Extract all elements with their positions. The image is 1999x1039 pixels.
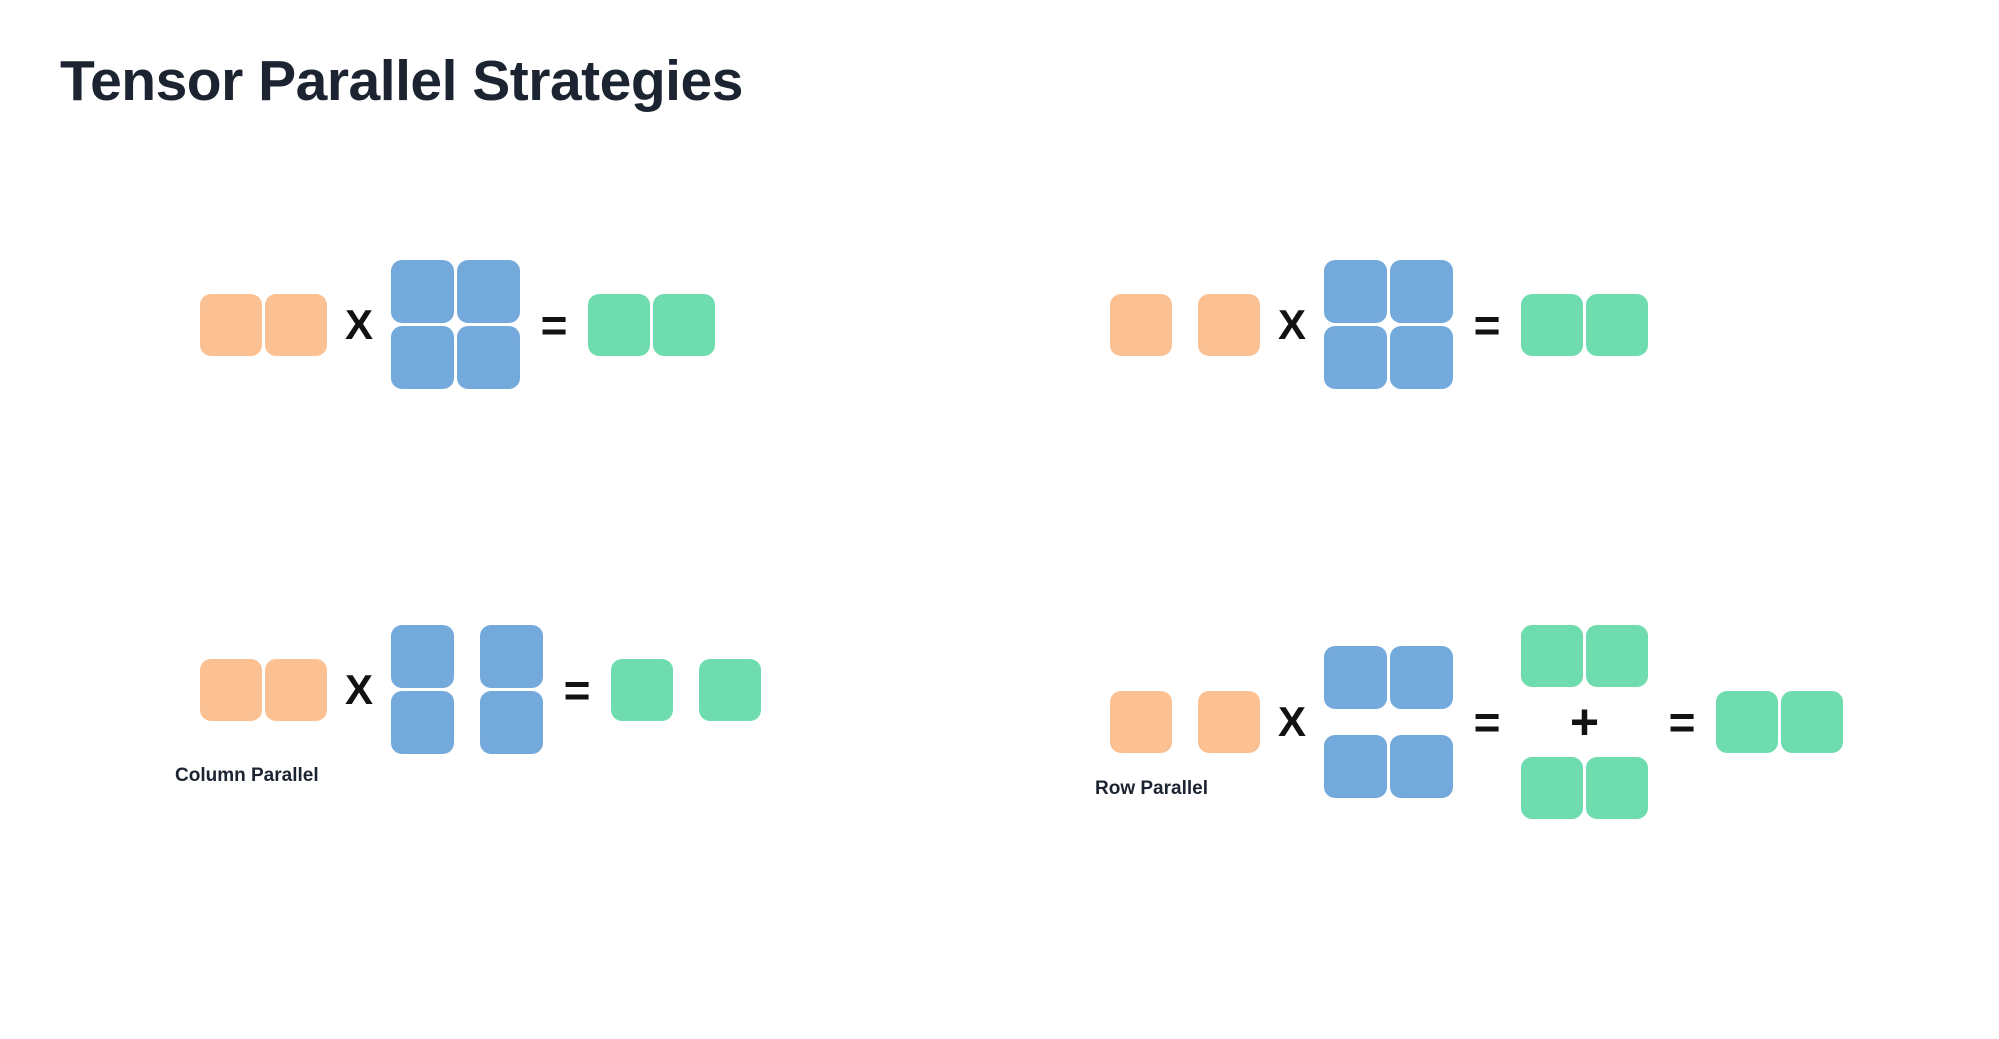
partial-output-matrix-green [1521,757,1648,819]
matrix-row [1716,691,1843,753]
equation-column-parallel-sharded: X = [200,625,761,754]
matrix-cell-orange [200,293,262,356]
matrix-row [1521,625,1648,687]
equals-operator: = [1473,298,1501,351]
matrix-cell-green [1521,757,1583,819]
page-title: Tensor Parallel Strategies [60,49,743,113]
weight-matrix-blue-row-sharded [1324,646,1453,798]
caption-column-parallel: Column Parallel [175,765,319,786]
matrix-cell-blue [457,260,520,323]
panel-column-parallel: X = [0,230,999,930]
matrix-cell-orange [265,293,327,356]
equals-operator: = [540,298,568,351]
equation-column-parallel-unsharded: X = [200,260,715,389]
matrix-cell-blue [391,691,454,754]
matrix-row [1324,260,1453,323]
matrix-cell-orange [1110,691,1172,753]
matrix-cell-green [1781,691,1843,753]
partial-output-matrix-green [1521,625,1648,687]
multiply-operator: X [344,300,373,348]
matrix-cell-green [699,658,761,721]
matrix-cell-orange [265,658,327,721]
matrix-cell-blue [391,260,454,323]
activation-matrix-orange [200,658,327,721]
matrix-row [1521,757,1648,819]
matrix-cell-blue [1324,646,1387,709]
matrix-cell-green [1716,691,1778,753]
matrix-cell-green [611,658,673,721]
matrix-cell-blue [1390,260,1453,323]
panel-row-parallel: X = [1000,230,1999,930]
matrix-cell-green [1521,293,1583,356]
shard-gap [673,659,699,721]
matrix-row [200,293,327,356]
output-matrix-green-column-sharded [611,658,761,721]
matrix-cell-orange [1198,293,1260,356]
matrix-cell-blue [391,326,454,389]
weight-matrix-blue [391,260,520,389]
matrix-cell-green [1521,625,1583,687]
matrix-cell-blue [391,625,454,688]
caption-row-parallel: Row Parallel [1095,778,1208,799]
matrix-cell-green [588,293,650,356]
matrix-cell-green [653,293,715,356]
matrix-row [1324,646,1453,709]
matrix-row [200,658,327,721]
weight-matrix-blue [1324,260,1453,389]
multiply-operator: X [344,665,373,713]
matrix-cell-orange [1110,293,1172,356]
activation-matrix-orange-sharded [1110,691,1260,753]
matrix-row [1324,735,1453,798]
activation-matrix-orange-sharded [1110,293,1260,356]
equals-operator: = [1473,696,1501,748]
matrix-row [391,691,543,754]
matrix-row [391,625,543,688]
plus-operator: + [1569,694,1600,750]
matrix-cell-green [1586,757,1648,819]
matrix-row [611,658,761,721]
matrix-row [588,293,715,356]
matrix-cell-blue [457,326,520,389]
matrix-row [1110,691,1260,753]
matrix-cell-blue [1390,735,1453,798]
matrix-cell-blue [1324,260,1387,323]
shard-gap [454,691,480,754]
matrix-cell-blue [1390,326,1453,389]
matrix-cell-orange [200,658,262,721]
output-matrix-green [588,293,715,356]
matrix-row [1110,293,1260,356]
matrix-row [391,326,520,389]
shard-gap [454,625,480,688]
matrix-cell-blue [1324,735,1387,798]
multiply-operator: X [1277,300,1306,348]
matrix-row [391,260,520,323]
partial-sum-group-green: + [1521,625,1648,819]
matrix-cell-blue [480,625,543,688]
equation-row-parallel-unsharded: X = [1110,260,1648,389]
shard-gap [1324,709,1453,735]
activation-matrix-orange [200,293,327,356]
equation-row-parallel-sharded: X = + [1110,625,1843,819]
matrix-row [1324,326,1453,389]
shard-gap [1172,691,1198,753]
matrix-cell-blue [480,691,543,754]
matrix-cell-orange [1198,691,1260,753]
multiply-operator: X [1277,698,1306,745]
weight-matrix-blue-column-sharded [391,625,543,754]
reduced-output-matrix-green [1716,691,1843,753]
matrix-cell-blue [1324,326,1387,389]
matrix-cell-green [1586,625,1648,687]
equals-operator: = [1668,696,1696,748]
equals-operator: = [563,663,591,716]
shard-gap [1172,294,1198,356]
matrix-cell-blue [1390,646,1453,709]
output-matrix-green [1521,293,1648,356]
matrix-cell-green [1586,293,1648,356]
matrix-row [1521,293,1648,356]
